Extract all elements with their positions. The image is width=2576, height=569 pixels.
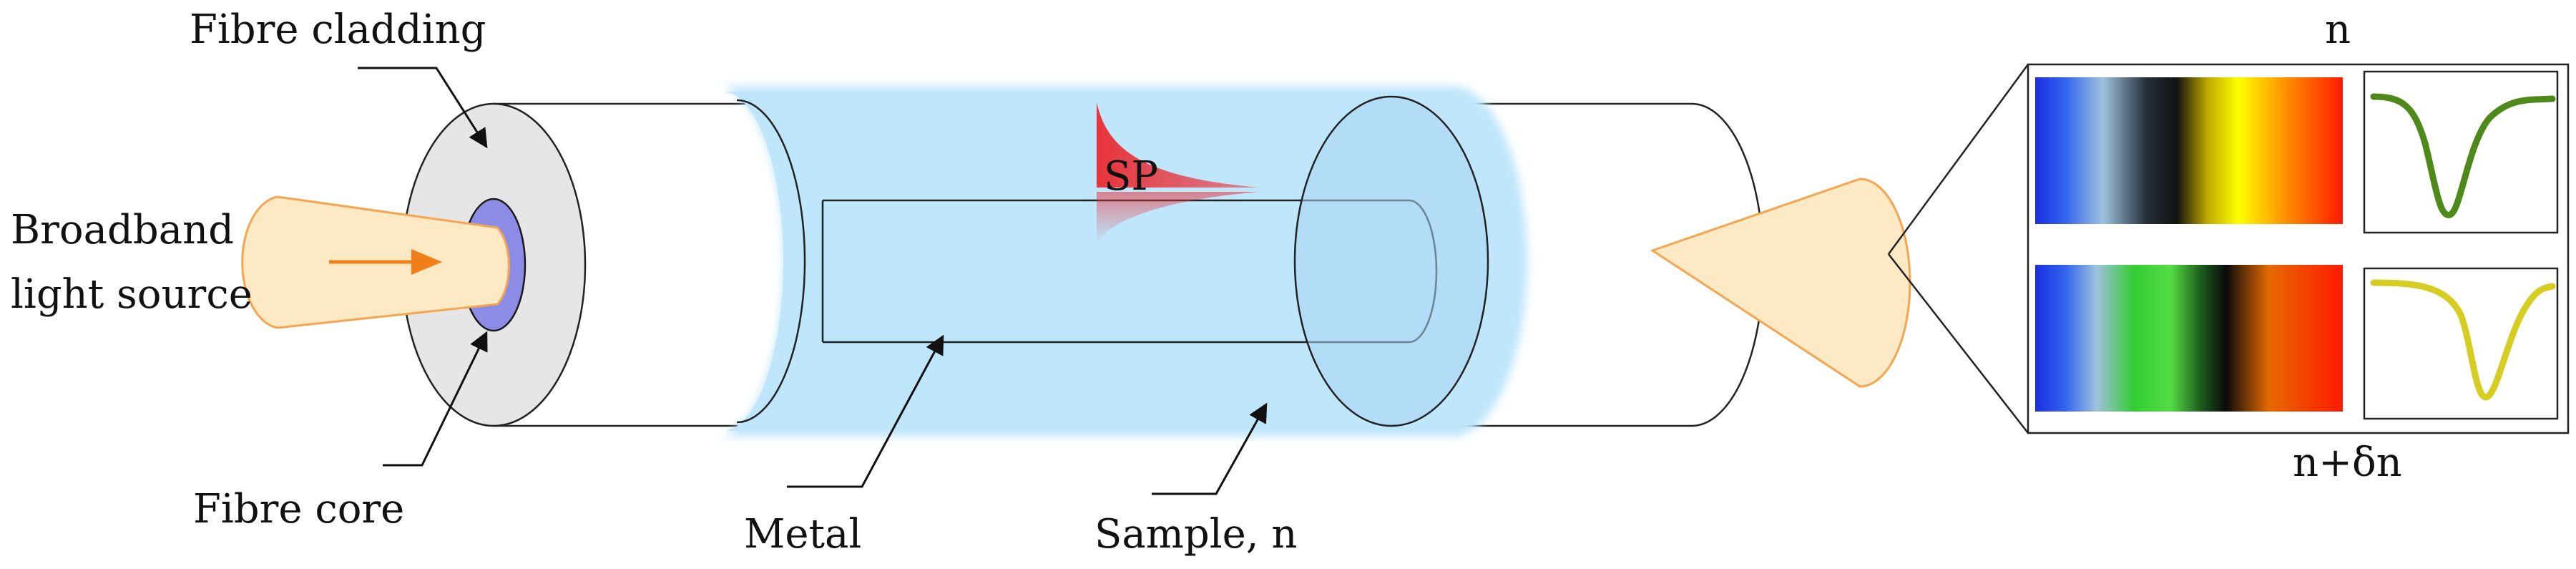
metal-layer: [736, 99, 806, 424]
light-direction-arrow: [329, 249, 442, 275]
leader-sample: [1152, 402, 1268, 495]
dip-curve-bottom: [2370, 279, 2556, 401]
magnification-lines: [1887, 64, 2029, 434]
label-sp: SP: [1104, 153, 1158, 200]
label-inset-n: n: [2325, 6, 2351, 53]
label-fibre-core: Fibre core: [193, 486, 404, 532]
dip-curve-top: [2370, 93, 2556, 218]
leader-cladding: [358, 67, 488, 149]
sp-wave: [1097, 102, 1259, 243]
output-beam: [1650, 177, 1911, 388]
label-fibre-cladding: Fibre cladding: [190, 6, 486, 53]
label-broadband-1: Broadband: [11, 207, 234, 253]
label-metal: Metal: [744, 511, 861, 558]
dip-plot-top: [2363, 70, 2559, 234]
spectrum-bar-bottom: [2035, 265, 2343, 412]
spectra-inset: [2027, 63, 2570, 434]
label-sample: Sample, n: [1094, 511, 1297, 558]
dip-plot-bottom: [2363, 267, 2559, 420]
spectrum-bar-top: [2035, 77, 2343, 224]
label-inset-n-plus-dn: n+δn: [2293, 439, 2402, 486]
leader-core: [383, 331, 488, 467]
leader-metal: [787, 334, 944, 488]
label-broadband-2: light source: [11, 271, 253, 318]
